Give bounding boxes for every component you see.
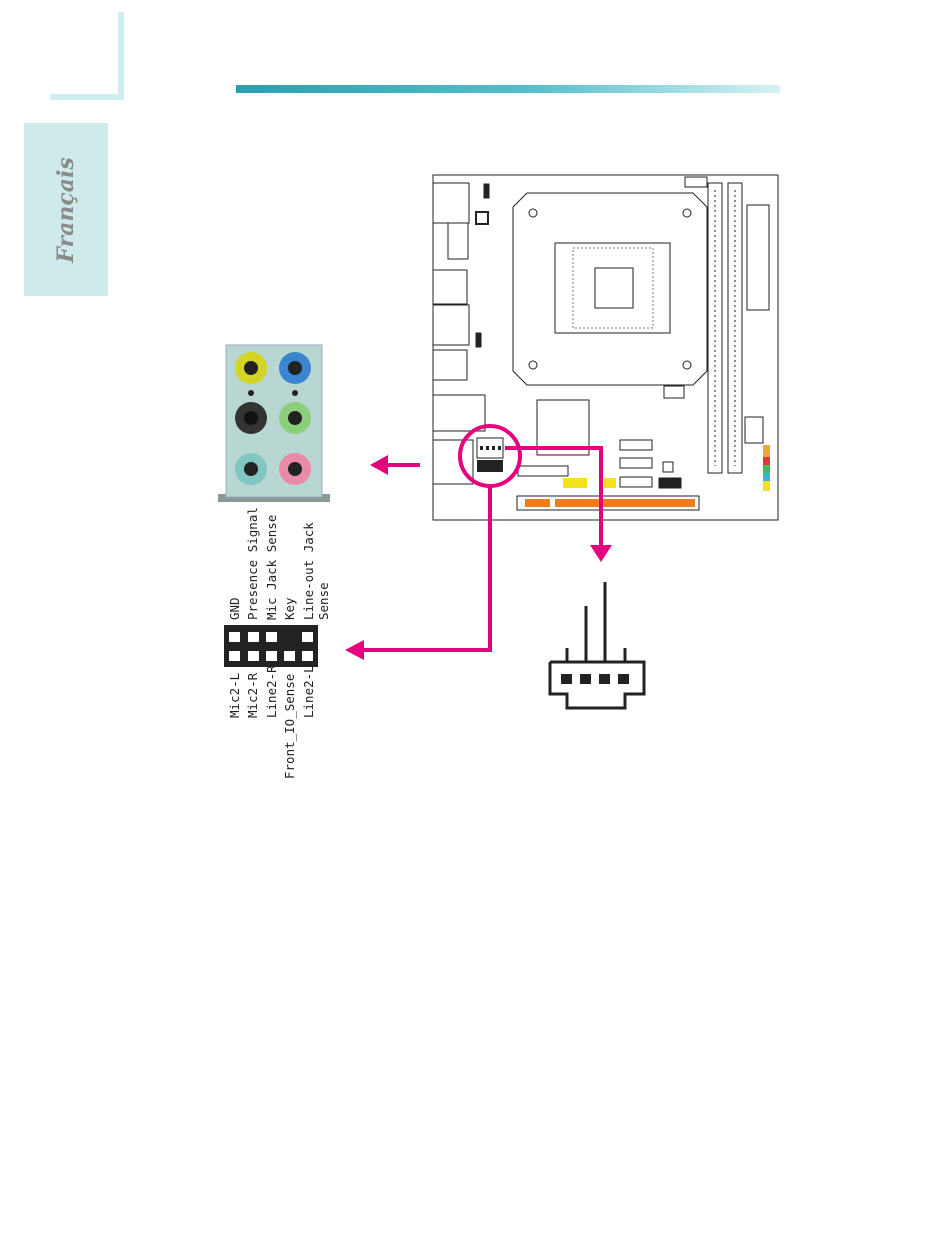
pin-label-mic2-r: Mic2-R (246, 673, 260, 718)
audio-jack-panel (218, 345, 330, 502)
pin-label-mic-sense: Mic Jack Sense (265, 515, 279, 620)
pin-label-line2-r: Line2-R (265, 665, 279, 718)
header-pinout (224, 625, 318, 667)
pin-label-line2-l: Line2-L (302, 665, 316, 718)
four-pin-connector (550, 582, 644, 708)
pin-label-key: Key (283, 597, 297, 620)
jack-lime (235, 352, 267, 384)
pin-label-gnd: GND (228, 597, 242, 620)
connector-pins (561, 674, 629, 684)
arrow-to-header-pinout (345, 640, 364, 660)
pin-label-mic2-l: Mic2-L (228, 673, 242, 718)
jack-black (235, 402, 267, 434)
arrow-to-jack-panel (370, 455, 388, 475)
jack-blue (279, 352, 311, 384)
jack-teal (235, 453, 267, 485)
arrow-to-connector (590, 545, 612, 562)
pin-label-lineout-sense: Line-out Jack (302, 522, 316, 620)
jack-green (279, 402, 311, 434)
jack-pink (279, 453, 311, 485)
pin-label-front-io-sense: Front_IO_Sense (283, 674, 297, 779)
pin-label-lineout-sense-cont: Sense (317, 582, 331, 620)
board-audio-header (477, 438, 503, 472)
pin-label-presence: Presence Signal (246, 507, 260, 620)
